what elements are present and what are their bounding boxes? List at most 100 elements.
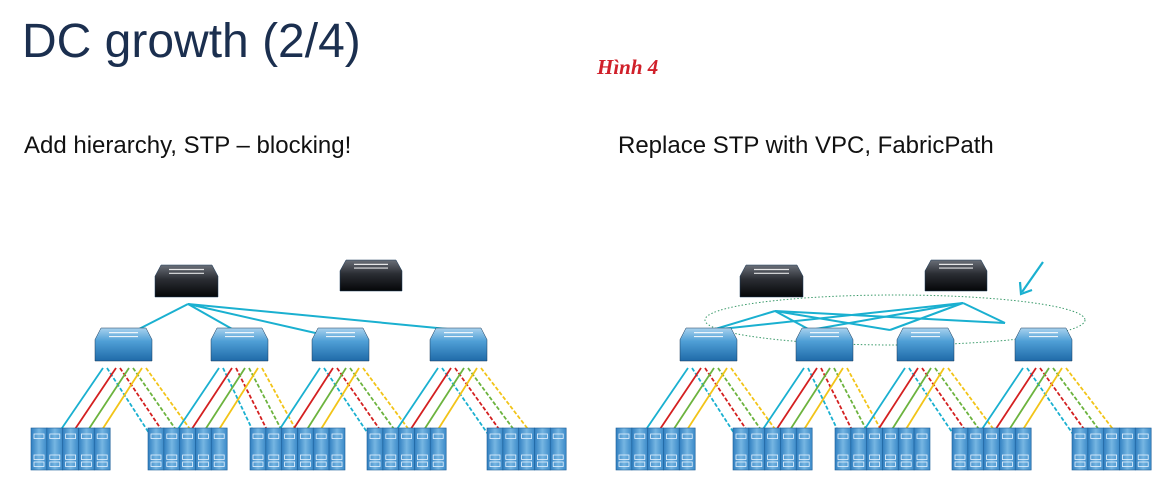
server-slot (634, 454, 646, 460)
server-slot (213, 433, 225, 439)
aggregation-switch-icon (795, 327, 854, 362)
server-slot (885, 433, 896, 439)
server-slot (735, 461, 747, 467)
server-slot (213, 461, 225, 467)
server-slot (284, 454, 296, 460)
server-slot (751, 461, 763, 467)
right-caption: Replace STP with VPC, FabricPath (618, 132, 994, 159)
server-slot (521, 461, 532, 467)
access-link-dashed (820, 367, 863, 451)
server-slot (650, 461, 661, 467)
fabric-link (962, 302, 1006, 324)
server-slot (681, 433, 693, 439)
server-slot (885, 461, 896, 467)
server-slot (252, 461, 264, 467)
server-slot (954, 461, 966, 467)
access-link-dashed (261, 367, 308, 451)
server-slot (65, 454, 76, 460)
server-slot (681, 461, 693, 467)
server-slot (299, 461, 311, 467)
server-slot (970, 461, 982, 467)
server-slot (489, 461, 501, 467)
server-slot (432, 454, 444, 460)
server-slot (521, 433, 532, 439)
server-slot (489, 454, 501, 460)
server-slot (986, 454, 997, 460)
access-link-dashed (119, 367, 176, 451)
server-slot (197, 433, 209, 439)
server-slot (213, 454, 225, 460)
server-slot (81, 461, 92, 467)
server-slot (49, 461, 61, 467)
server-slot (537, 454, 548, 460)
server-slot (182, 461, 194, 467)
server-slot (385, 433, 397, 439)
server-slot (1106, 433, 1117, 439)
server-slot (783, 454, 794, 460)
server-rack-icon (615, 427, 696, 471)
access-link-dashed (833, 367, 878, 451)
server-slot (970, 433, 982, 439)
server-slot (416, 433, 428, 439)
server-slot (505, 454, 517, 460)
access-link-dashed (441, 367, 500, 451)
server-slot (1122, 461, 1133, 467)
server-slot (150, 454, 162, 460)
server-slot (401, 454, 413, 460)
server-slot (1017, 433, 1029, 439)
server-slot (369, 454, 381, 460)
server-rack-icon (366, 427, 447, 471)
server-slot (552, 433, 564, 439)
server-slot (315, 454, 327, 460)
core-switch-icon (739, 264, 804, 298)
aggregation-switch-icon (429, 327, 488, 362)
server-rack-icon (249, 427, 346, 471)
server-slot (1074, 433, 1086, 439)
server-slot (954, 433, 966, 439)
server-slot (1137, 454, 1149, 460)
server-rack-icon (147, 427, 228, 471)
server-slot (1137, 433, 1149, 439)
server-slot (166, 461, 178, 467)
server-slot (416, 461, 428, 467)
server-slot (252, 454, 264, 460)
server-slot (268, 454, 280, 460)
server-slot (331, 433, 343, 439)
uplink-4 (187, 303, 459, 331)
server-slot (853, 461, 865, 467)
server-slot (96, 461, 108, 467)
server-slot (634, 433, 646, 439)
server-slot (299, 454, 311, 460)
server-slot (1090, 454, 1102, 460)
server-slot (767, 433, 778, 439)
core-switch-icon (339, 259, 403, 292)
figure-label: Hình 4 (597, 55, 659, 79)
server-slot (552, 454, 564, 460)
server-slot (798, 454, 810, 460)
server-slot (284, 433, 296, 439)
server-slot (401, 461, 413, 467)
server-slot (65, 433, 76, 439)
access-link-dashed (132, 367, 191, 451)
server-slot (489, 433, 501, 439)
fabric-ellipse (704, 294, 1086, 346)
fabric-link (889, 302, 964, 331)
access-link-dashed (908, 367, 965, 451)
server-slot (1106, 454, 1117, 460)
arrow-icon (1021, 261, 1044, 293)
server-slot (432, 461, 444, 467)
server-slot (315, 461, 327, 467)
server-slot (49, 454, 61, 460)
server-rack-icon (1071, 427, 1152, 471)
arrow-head-icon (1018, 281, 1033, 296)
access-link-dashed (336, 367, 395, 451)
server-slot (369, 461, 381, 467)
aggregation-switch-icon (679, 327, 738, 362)
server-slot (900, 454, 912, 460)
server-slot (837, 454, 849, 460)
server-slot (1106, 461, 1117, 467)
aggregation-switch-icon (210, 327, 269, 362)
access-link-dashed (704, 367, 761, 451)
server-slot (916, 454, 928, 460)
server-slot (970, 454, 982, 460)
